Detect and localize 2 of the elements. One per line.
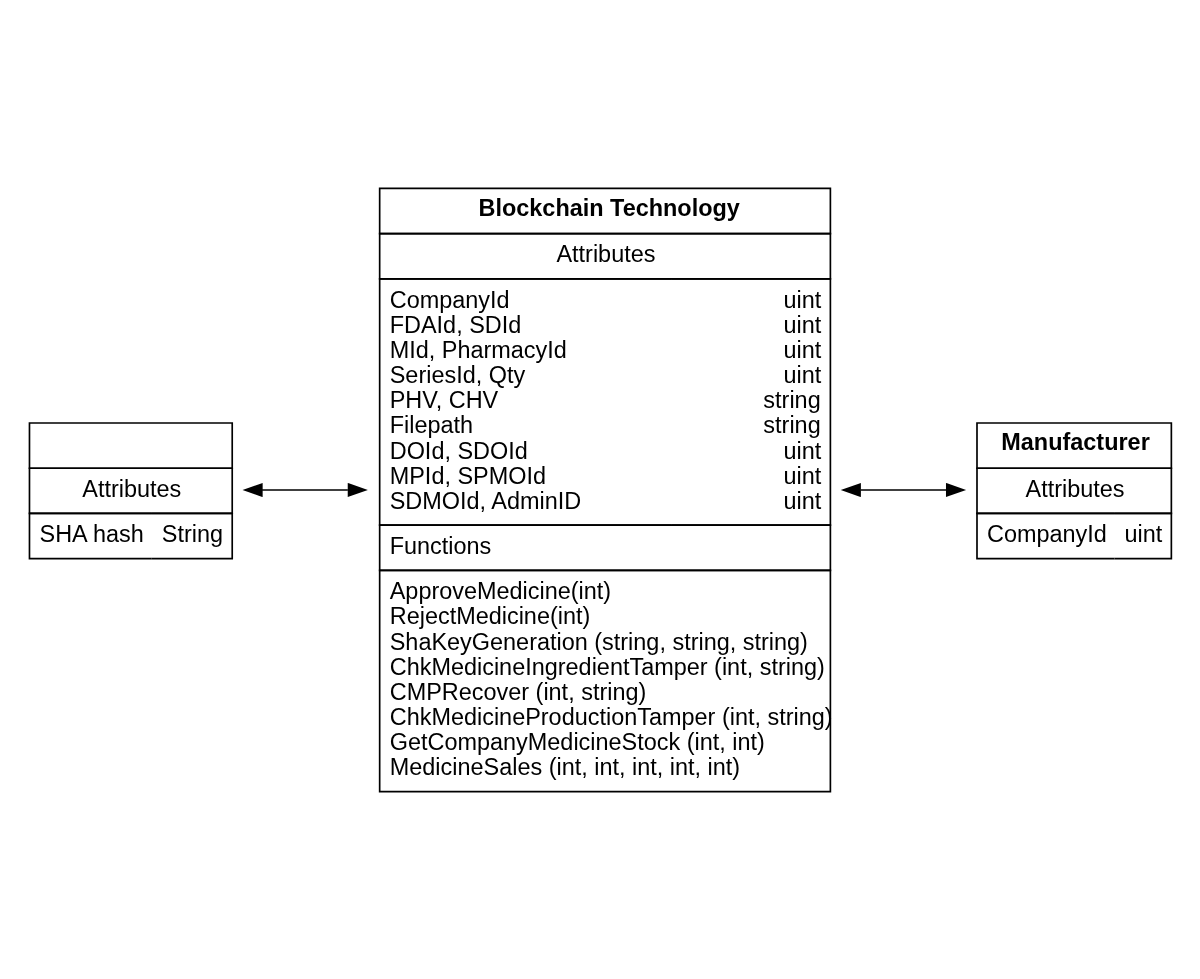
arrow	[840, 482, 967, 497]
arrow	[242, 482, 368, 497]
